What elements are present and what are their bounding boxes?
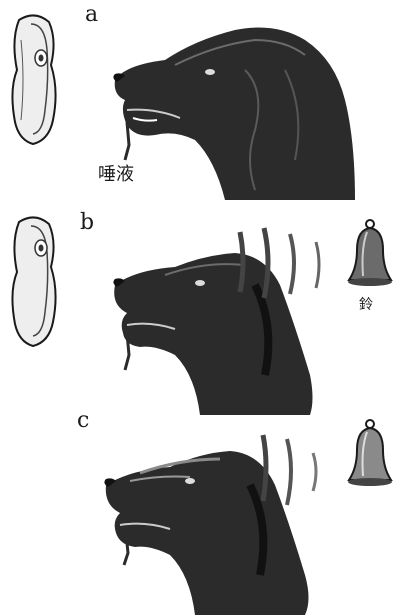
panel-c: c [0,400,399,599]
panel-b: b 鈴 [0,200,399,400]
sound-wave-icon [232,222,332,312]
saliva-caption: 唾液 [98,160,134,186]
sound-wave-icon [255,425,335,515]
food-block-icon [5,212,65,352]
bell-icon [345,218,395,293]
panel-a: a 唾液 [0,0,399,200]
bell-icon [345,418,395,493]
panel-label-a: a [85,2,98,27]
panel-label-b: b [80,210,94,235]
bell-caption: 鈴 [359,294,373,314]
panel-label-c: c [77,408,89,433]
dog-head-illustration [105,10,365,200]
food-block-icon [5,10,65,150]
